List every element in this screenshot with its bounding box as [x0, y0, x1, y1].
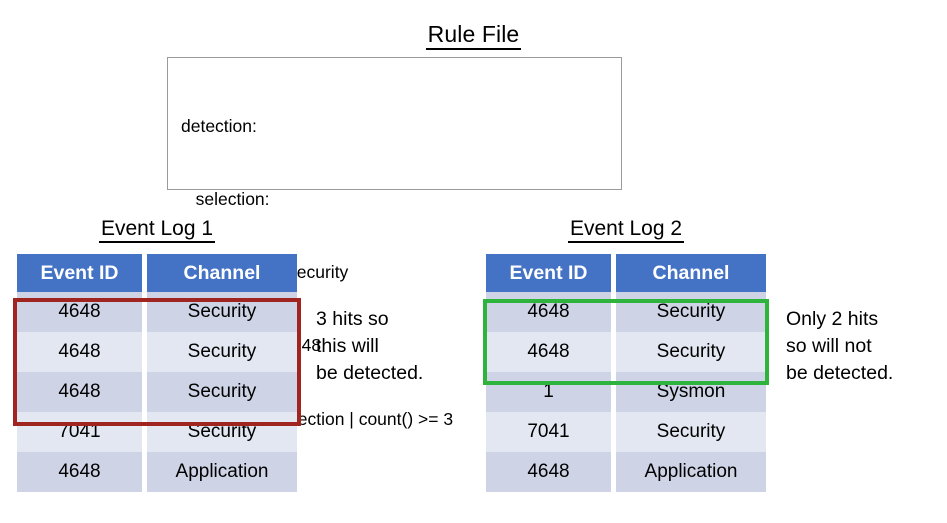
rule-line-detection: detection: [181, 115, 257, 136]
cell-event-id: 4648 [17, 452, 142, 492]
table-row: 4648 Security [486, 292, 766, 332]
cell-channel: Security [616, 292, 766, 332]
column-divider [142, 254, 147, 292]
column-divider [142, 452, 147, 492]
cell-channel: Security [147, 372, 297, 412]
cell-event-id: 4648 [17, 292, 142, 332]
annotation-log-2: Only 2 hits so will not be detected. [786, 308, 894, 384]
event-log-1-title: Event Log 1 [17, 216, 297, 246]
table-row: 7041 Security [17, 412, 297, 452]
cell-event-id: 1 [486, 372, 611, 412]
table-row: 1 Sysmon [486, 372, 766, 412]
table-row: 4648 Security [17, 332, 297, 372]
cell-channel: Security [616, 332, 766, 372]
table-row: 4648 Security [17, 372, 297, 412]
table-row: 4648 Security [486, 332, 766, 372]
event-log-1-title-text: Event Log 1 [98, 217, 216, 243]
column-divider [611, 452, 616, 492]
cell-event-id: 7041 [17, 412, 142, 452]
event-log-2-table: Event ID Channel 4648 Security 4648 Secu… [483, 254, 769, 492]
cell-channel: Security [147, 292, 297, 332]
event-log-1-block: Event Log 1 Event ID Channel 4648 Securi… [13, 216, 301, 492]
table-header-row: Event ID Channel [17, 254, 297, 292]
cell-channel: Application [616, 452, 766, 492]
column-divider [611, 332, 616, 372]
column-divider [611, 292, 616, 332]
rule-file-title-text: Rule File [425, 21, 522, 50]
cell-channel: Security [147, 412, 297, 452]
column-header-event-id: Event ID [486, 254, 611, 292]
rule-file-title: Rule File [0, 20, 947, 50]
cell-channel: Application [147, 452, 297, 492]
cell-event-id: 4648 [486, 292, 611, 332]
cell-event-id: 4648 [486, 332, 611, 372]
table-row: 4648 Security [17, 292, 297, 332]
cell-channel: Security [616, 412, 766, 452]
event-log-1-table: Event ID Channel 4648 Security 4648 Secu… [13, 254, 301, 492]
column-divider [142, 412, 147, 452]
column-divider [611, 412, 616, 452]
cell-event-id: 4648 [17, 332, 142, 372]
table-header-row: Event ID Channel [486, 254, 766, 292]
column-header-channel: Channel [616, 254, 766, 292]
cell-event-id: 4648 [17, 372, 142, 412]
event-log-2-block: Event Log 2 Event ID Channel 4648 Securi… [483, 216, 769, 492]
event-log-2-title: Event Log 2 [486, 216, 766, 246]
column-divider [142, 332, 147, 372]
table-row: 4648 Application [17, 452, 297, 492]
cell-event-id: 7041 [486, 412, 611, 452]
cell-channel: Sysmon [616, 372, 766, 412]
column-divider [142, 372, 147, 412]
cell-channel: Security [147, 332, 297, 372]
table-row: 4648 Application [486, 452, 766, 492]
column-divider [611, 254, 616, 292]
column-header-event-id: Event ID [17, 254, 142, 292]
column-divider [611, 372, 616, 412]
column-divider [142, 292, 147, 332]
table-row: 7041 Security [486, 412, 766, 452]
cell-event-id: 4648 [486, 452, 611, 492]
column-header-channel: Channel [147, 254, 297, 292]
event-log-2-title-text: Event Log 2 [567, 217, 685, 243]
rule-line-selection: selection: [181, 189, 270, 210]
annotation-log-1: 3 hits so this will be detected. [316, 308, 424, 384]
rule-file-box: detection: selection: Channel: Security … [167, 57, 622, 429]
